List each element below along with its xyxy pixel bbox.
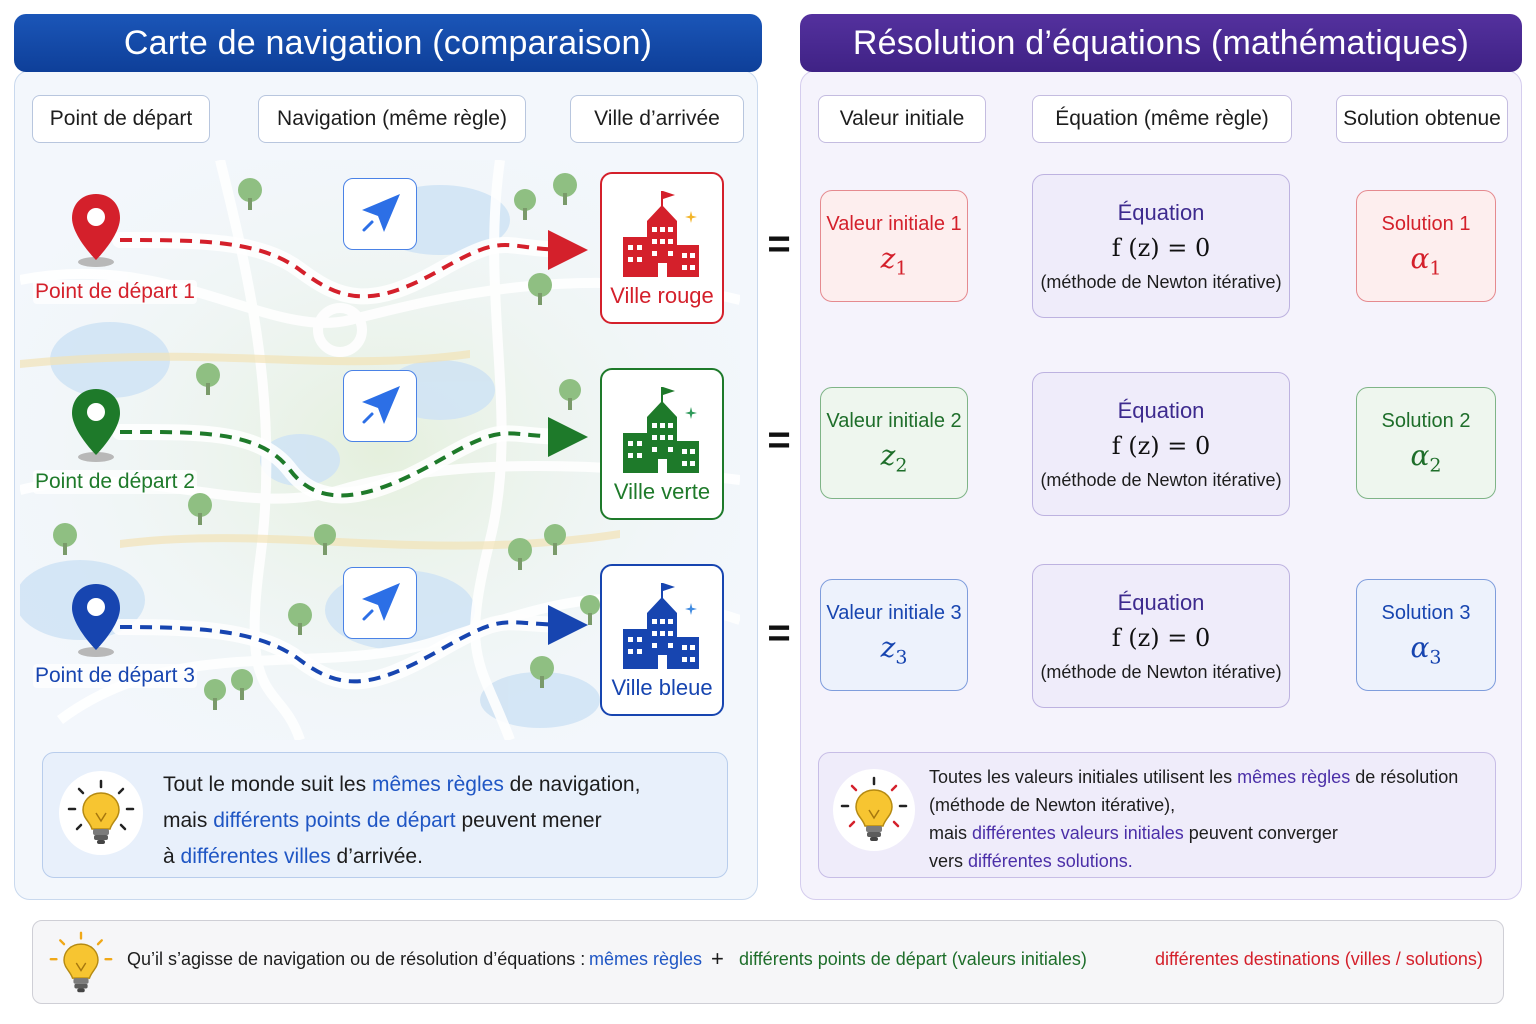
city-label-blue: Ville bleue xyxy=(611,675,713,700)
start-label-3: Point de départ 3 xyxy=(33,664,197,688)
summary-lightbulb-icon xyxy=(49,931,113,993)
summary-plus: + xyxy=(711,946,724,971)
initial-value-symbol-2: z2 xyxy=(880,438,908,477)
equation-method-2: (méthode de Newton itérative) xyxy=(1040,469,1282,490)
solution-label-3: Solution 3 xyxy=(1381,601,1471,624)
city-blue-icon xyxy=(623,583,699,669)
equation-box-3: Équation f (z) = 0 (méthode de Newton it… xyxy=(1032,564,1290,708)
initial-value-symbol-1: z1 xyxy=(880,241,908,280)
city-green-icon xyxy=(623,387,699,473)
equation-note-text: Toutes les valeurs initiales utilisent l… xyxy=(929,767,1459,871)
initial-value-box-1: Valeur initiale 1 z1 xyxy=(820,190,968,302)
equals-sign-1: = xyxy=(767,222,791,266)
city-label-red: Ville rouge xyxy=(610,283,714,308)
city-label-green: Ville verte xyxy=(613,479,711,504)
initial-value-box-3: Valeur initiale 3 z3 xyxy=(820,579,968,691)
header-arrival-city: Ville d’arrivée xyxy=(570,95,744,143)
summary-lead: Qu’il s’agisse de navigation ou de résol… xyxy=(127,949,586,969)
solution-symbol-3: α3 xyxy=(1410,630,1442,669)
initial-value-label-2: Valeur initiale 2 xyxy=(826,409,962,432)
solution-box-3: Solution 3 α3 xyxy=(1356,579,1496,691)
lightbulb-icon xyxy=(59,771,143,855)
solution-box-1: Solution 1 α1 xyxy=(1356,190,1496,302)
city-box-red: Ville rouge xyxy=(600,172,724,324)
equation-note: Toutes les valeurs initiales utilisent l… xyxy=(818,752,1496,878)
location-pin-green-icon xyxy=(72,389,120,462)
equation-title-2: Équation xyxy=(1117,397,1205,423)
summary-different-destinations: différentes destinations (villes / solut… xyxy=(1155,949,1483,969)
summary-same-rules: mêmes règles xyxy=(589,949,703,969)
equation-formula-2: f (z) = 0 xyxy=(1111,431,1211,460)
equals-sign-2: = xyxy=(767,418,791,462)
summary-bar: Qu’il s’agisse de navigation ou de résol… xyxy=(32,920,1504,1004)
header-solution: Solution obtenue xyxy=(1336,95,1508,143)
equation-title: Résolution d’équations (mathématiques) xyxy=(800,14,1522,72)
equation-title-3: Équation xyxy=(1117,589,1205,615)
start-label-2: Point de départ 2 xyxy=(33,470,197,494)
header-start-point: Point de départ xyxy=(32,95,210,143)
solution-label-1: Solution 1 xyxy=(1381,212,1471,235)
initial-value-box-2: Valeur initiale 2 z2 xyxy=(820,387,968,499)
equation-box-1: Équation f (z) = 0 (méthode de Newton it… xyxy=(1032,174,1290,318)
navigation-arrow-icon-1 xyxy=(343,178,417,250)
header-navigation: Navigation (même règle) xyxy=(258,95,526,143)
equals-sign-3: = xyxy=(767,611,791,655)
start-label-1: Point de départ 1 xyxy=(33,280,197,304)
solution-label-2: Solution 2 xyxy=(1381,409,1471,432)
location-pin-red-icon xyxy=(72,194,120,267)
initial-value-label-3: Valeur initiale 3 xyxy=(826,601,962,624)
lightbulb-rays-icon xyxy=(833,769,915,851)
navigation-note: Tout le monde suit les mêmes règles de n… xyxy=(42,752,728,878)
initial-value-symbol-3: z3 xyxy=(880,630,908,669)
initial-value-label-1: Valeur initiale 1 xyxy=(826,212,962,235)
city-box-blue: Ville bleue xyxy=(600,564,724,716)
equation-formula-3: f (z) = 0 xyxy=(1111,623,1211,652)
header-equation: Équation (même règle) xyxy=(1032,95,1292,143)
navigation-title: Carte de navigation (comparaison) xyxy=(14,14,762,72)
equation-box-2: Équation f (z) = 0 (méthode de Newton it… xyxy=(1032,372,1290,516)
solution-box-2: Solution 2 α2 xyxy=(1356,387,1496,499)
navigation-arrow-icon-2 xyxy=(343,370,417,442)
equation-title-1: Équation xyxy=(1117,199,1205,225)
navigation-note-text: Tout le monde suit les mêmes règles de n… xyxy=(163,773,641,868)
solution-symbol-1: α1 xyxy=(1410,241,1442,280)
solution-symbol-2: α2 xyxy=(1410,438,1442,477)
city-box-green: Ville verte xyxy=(600,368,724,520)
city-red-icon xyxy=(623,191,699,277)
summary-different-starts: différents points de départ (valeurs ini… xyxy=(739,949,1087,969)
header-initial-value: Valeur initiale xyxy=(818,95,986,143)
location-pin-blue-icon xyxy=(72,584,120,657)
navigation-arrow-icon-3 xyxy=(343,567,417,639)
equation-method-1: (méthode de Newton itérative) xyxy=(1040,271,1282,292)
equation-method-3: (méthode de Newton itérative) xyxy=(1040,661,1282,682)
equation-formula-1: f (z) = 0 xyxy=(1111,233,1211,262)
